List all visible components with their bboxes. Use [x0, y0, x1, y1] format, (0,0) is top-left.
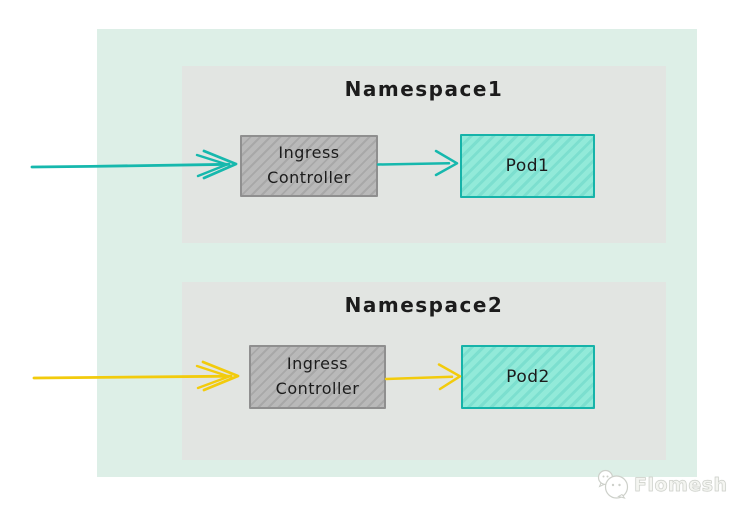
- flomesh-watermark-label: Flomesh: [634, 473, 728, 496]
- namespace1-ingress-controller-node: Ingress Controller: [240, 135, 378, 197]
- ingress-label-line1: Ingress: [278, 143, 340, 163]
- namespace1-title: Namespace1: [344, 77, 504, 101]
- namespace2-title: Namespace2: [344, 293, 504, 317]
- pod2-label: Pod2: [506, 367, 550, 387]
- pod1-label: Pod1: [505, 156, 550, 176]
- namespace1-pod-node: Pod1: [460, 134, 595, 198]
- ingress-label-line1: Ingress: [286, 354, 349, 374]
- flomesh-watermark: Flomesh: [596, 468, 728, 501]
- namespace2-ingress-controller-node: Ingress Controller: [249, 345, 386, 409]
- ingress-label-line2: Controller: [267, 168, 351, 187]
- namespace2-pod-node: Pod2: [461, 345, 595, 409]
- ingress-label-line2: Controller: [275, 379, 360, 398]
- flomesh-logo-icon: [597, 469, 629, 499]
